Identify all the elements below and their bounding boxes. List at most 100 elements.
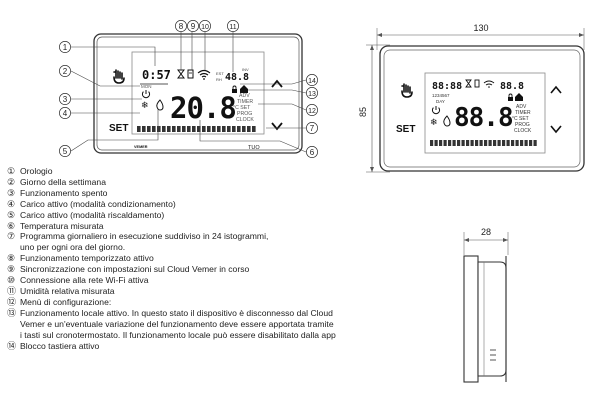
legend-text: Programma giornaliero in esecuzione sudd… [20, 231, 269, 242]
svg-text:2: 2 [63, 67, 68, 76]
front-est: EST [216, 71, 224, 76]
side-program-bar [488, 140, 492, 146]
svg-text:9: 9 [191, 22, 196, 31]
program-bar [217, 126, 221, 132]
program-bar [222, 126, 226, 132]
callout-1: 1 [59, 41, 71, 53]
legend-number [7, 319, 20, 330]
side-program-histogram [430, 140, 537, 146]
side-program-bar [439, 140, 443, 146]
side-day-digits: 1234567 [432, 93, 450, 98]
front-set-label: SET [109, 123, 128, 134]
leader-12 [258, 103, 307, 111]
height-dim-arrow-bottom [370, 167, 374, 172]
side-program-bar [466, 140, 470, 146]
callout-10: 10 [199, 20, 211, 32]
side-program-bar [452, 140, 456, 146]
program-bar [252, 126, 256, 132]
side-program-bar [515, 140, 519, 146]
depth-dim-value: 28 [481, 227, 491, 237]
side-power-icon [431, 106, 441, 115]
program-bar [242, 126, 246, 132]
side-program-bar [475, 140, 479, 146]
side-menu-timer: TIMER [515, 110, 531, 116]
program-bar [157, 126, 161, 132]
hourglass-icon [177, 69, 185, 79]
front-menu-timer: TIMER [237, 99, 253, 105]
profile-vents [490, 349, 496, 361]
callout-12: 12 [306, 104, 318, 116]
side-program-bar [520, 140, 524, 146]
side-program-bar [484, 140, 488, 146]
side-day-label: DAY [436, 99, 445, 104]
callout-11: 11 [227, 20, 239, 32]
dim-inner-frame [383, 49, 581, 168]
side-program-bar [443, 140, 447, 146]
side-program-bar [479, 140, 483, 146]
front-menu-adv: ADV [239, 93, 250, 99]
side-flame-icon [443, 115, 451, 127]
profile-back-plate [463, 255, 479, 383]
svg-text:5: 5 [63, 147, 68, 156]
svg-text:8: 8 [179, 22, 184, 31]
legend-text: uno per ogni ora del giorno. [20, 242, 126, 253]
front-menu-clock: CLOCK [236, 117, 254, 123]
leader-1 [71, 46, 156, 66]
depth-dim-arrow-left [464, 238, 469, 242]
callout-markers: 1 2 3 4 5 8 9 10 11 14 13 12 7 6 [59, 20, 318, 158]
side-program-bar [506, 140, 510, 146]
width-dim-arrow-left [377, 33, 382, 37]
program-bar [247, 126, 251, 132]
callout-4: 4 [59, 107, 71, 119]
legend-number: ⑨ [7, 264, 16, 275]
side-menu-clock: CLOCK [514, 128, 532, 134]
legend-number: ⑥ [7, 220, 16, 231]
snowflake-icon: ❄ [141, 100, 149, 110]
side-program-bar [470, 140, 474, 146]
callout-6: 6 [306, 146, 318, 158]
legend-text: Blocco tastiera attivo [20, 340, 100, 351]
legend-number [7, 330, 20, 341]
legend-text: Carico attivo (modalità riscaldamento) [20, 209, 165, 220]
leader-14 [240, 79, 307, 85]
side-program-bar [533, 140, 537, 146]
front-inner-frame [96, 36, 300, 151]
side-hand-icon [401, 83, 413, 98]
legend-number: ⑪ [7, 285, 17, 296]
svg-text:7: 7 [310, 124, 315, 133]
arrow-down-icon[interactable] [271, 122, 283, 131]
side-arrow-up-icon [550, 85, 562, 94]
home-icon [240, 85, 248, 93]
legend-text: Vemer e un'eventuale variazione del funz… [20, 318, 334, 329]
leader-2 [70, 70, 140, 87]
side-home-icon [515, 93, 523, 101]
program-bar [177, 126, 181, 132]
legend-text: Carico attivo (modalità condizionamento) [20, 198, 176, 209]
side-set-label: SET [396, 124, 415, 135]
program-bar [182, 126, 186, 132]
legend-item: uno per ogni ora del giorno. [7, 242, 367, 253]
front-day-label: MON [141, 84, 152, 89]
front-rh: RH [216, 77, 222, 82]
side-program-bar [430, 140, 434, 146]
arrow-up-icon[interactable] [271, 79, 283, 88]
front-outer-frame [93, 33, 303, 154]
side-profile-view: 28 [463, 227, 509, 383]
legend-number: ⑬ [7, 307, 17, 318]
width-dim-value: 130 [473, 23, 488, 33]
legend-text: Funzionamento locale attivo. In questo s… [20, 307, 333, 318]
dim-display-area [424, 72, 546, 154]
leader-6 [199, 120, 307, 153]
legend-text: Menù di configurazione: [20, 296, 112, 307]
side-lock-icon [508, 93, 513, 101]
legend-text: Umidità relativa misurata [20, 285, 115, 296]
front-menu-set: °C SET [233, 105, 251, 111]
side-program-bar [529, 140, 533, 146]
flame-icon [156, 99, 164, 111]
side-program-bar [461, 140, 465, 146]
